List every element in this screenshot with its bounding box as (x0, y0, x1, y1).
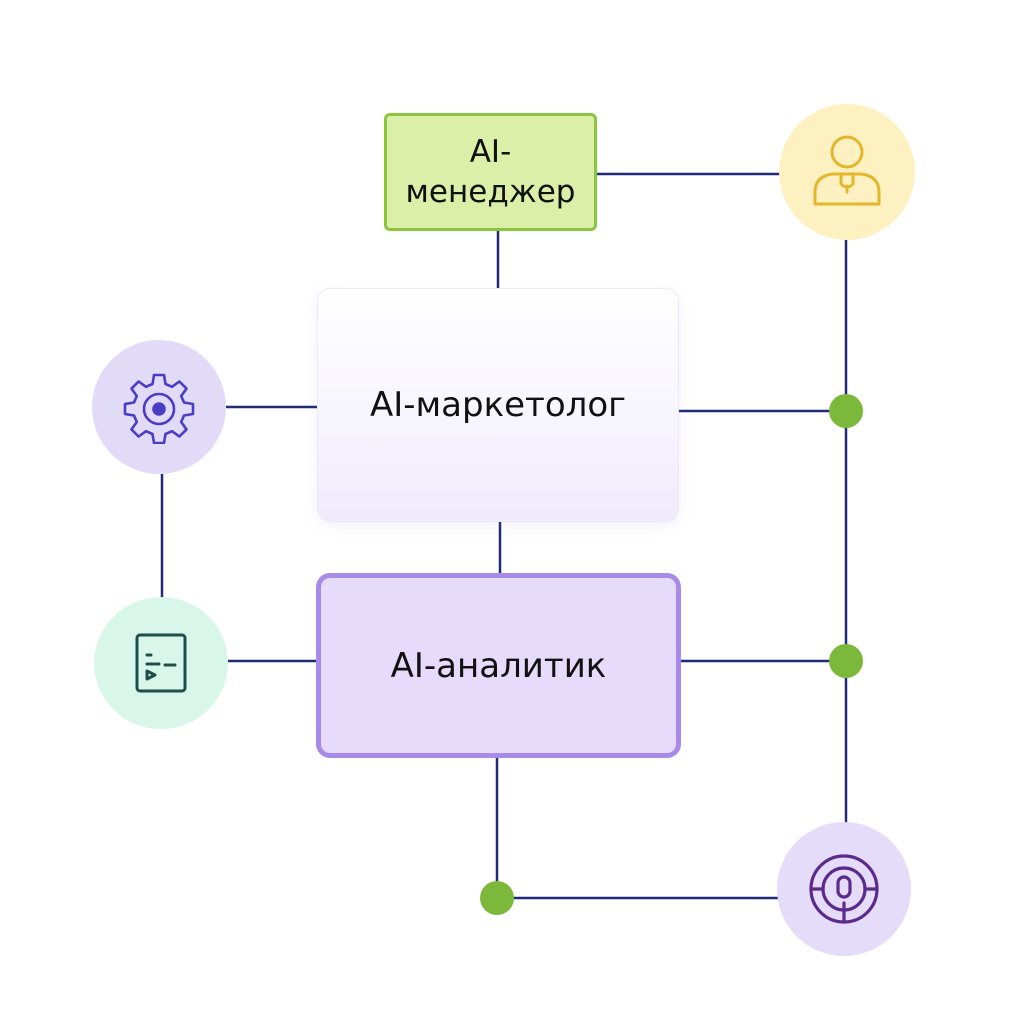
person-node (779, 104, 915, 240)
node-ai-manager-label: AI-менеджер (405, 134, 576, 210)
junction-dot-bottom (480, 881, 514, 915)
junction-dot-analyst (829, 644, 863, 678)
node-ai-marketer: AI-маркетолог (318, 289, 678, 521)
gear-node (92, 340, 226, 474)
terminal-icon (135, 633, 187, 693)
node-ai-analyst-label: AI-аналитик (390, 645, 607, 686)
target-node (777, 822, 911, 956)
gear-icon (123, 373, 195, 444)
terminal-node (94, 597, 228, 729)
target-icon (809, 854, 879, 924)
junction-dot-marketer (829, 394, 863, 428)
node-ai-analyst: AI-аналитик (316, 573, 681, 758)
person-icon (813, 135, 881, 206)
node-ai-manager: AI-менеджер (384, 113, 597, 231)
node-ai-marketer-label: AI-маркетолог (369, 385, 627, 425)
